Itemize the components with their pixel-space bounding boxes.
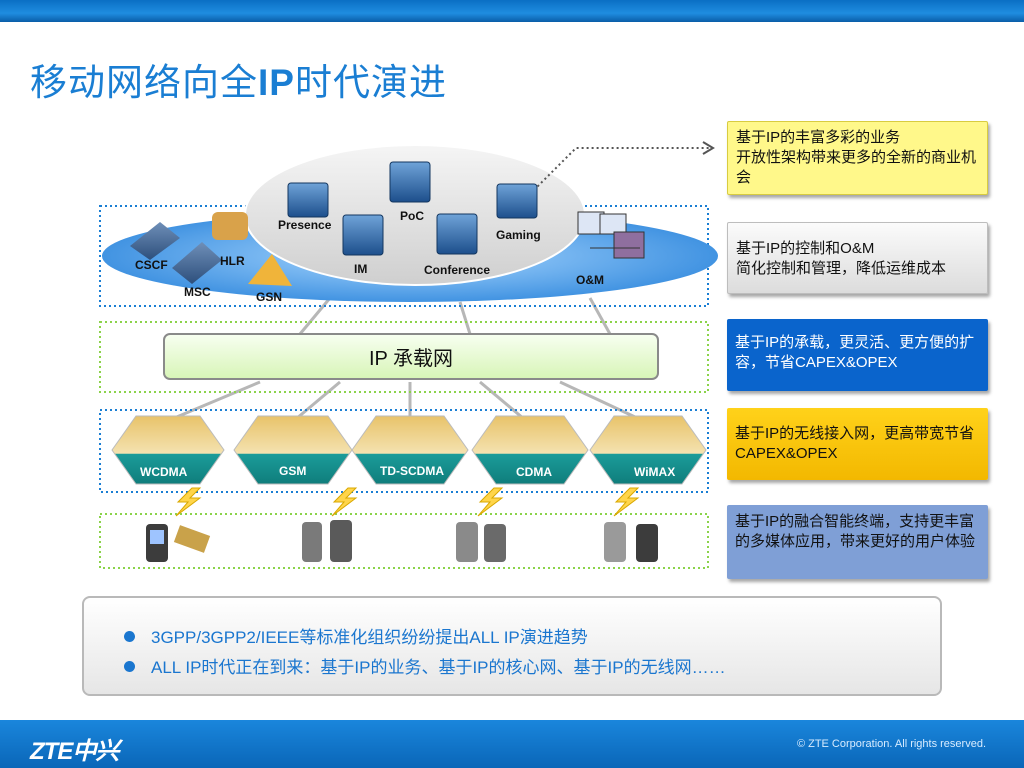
zte-logo: ZTE中兴 bbox=[30, 738, 119, 765]
service-label-poc: PoC bbox=[400, 209, 424, 223]
ip-bearer-network: IP 承载网 bbox=[163, 333, 659, 380]
service-label-im: IM bbox=[354, 262, 368, 276]
page-title: 移动网络向全IP时代演进 bbox=[30, 62, 447, 103]
note-radio-access: 基于IP的无线接入网，更高带宽节省CAPEX&OPEX bbox=[727, 408, 988, 480]
summary-box: 3GPP/3GPP2/IEEE等标准化组织纷纷提出ALL IP演进趋势 ALL … bbox=[82, 596, 942, 696]
note-services: 基于IP的丰富多彩的业务 开放性架构带来更多的全新的商业机会 bbox=[727, 121, 988, 195]
service-label-presence: Presence bbox=[278, 218, 332, 232]
bullet-dot-icon bbox=[124, 661, 135, 672]
network-diagram bbox=[99, 141, 718, 569]
service-label-gaming: Gaming bbox=[496, 228, 541, 242]
ne-label-om: O&M bbox=[576, 273, 604, 287]
access-label-gsm: GSM bbox=[279, 464, 307, 478]
bullet-dot-icon bbox=[124, 631, 135, 642]
network-element-icons bbox=[130, 212, 292, 286]
note-bearer: 基于IP的承载，更灵活、更方便的扩容，节省CAPEX&OPEX bbox=[727, 319, 988, 391]
top-banner bbox=[0, 0, 1024, 22]
access-label-wimax: WiMAX bbox=[634, 465, 676, 479]
ne-label-hlr: HLR bbox=[220, 254, 245, 268]
terminal-icons bbox=[146, 520, 658, 562]
ne-label-cscf: CSCF bbox=[135, 258, 168, 272]
access-label-cdma: CDMA bbox=[516, 465, 552, 479]
footer-bar bbox=[0, 720, 1024, 768]
bullet-item-1: 3GPP/3GPP2/IEEE等标准化组织纷纷提出ALL IP演进趋势 bbox=[124, 623, 588, 648]
core-layer-frame bbox=[99, 205, 709, 307]
bearer-layer-frame bbox=[99, 321, 709, 393]
access-label-td-scdma: TD-SCDMA bbox=[380, 464, 444, 478]
bullet-item-2: ALL IP时代正在到来：基于IP的业务、基于IP的核心网、基于IP的无线网…… bbox=[124, 653, 726, 678]
note-terminals: 基于IP的融合智能终端，支持更丰富的多媒体应用，带来更好的用户体验 bbox=[727, 505, 988, 579]
terminal-layer-frame bbox=[99, 513, 709, 569]
access-hexagons bbox=[111, 415, 707, 485]
copyright-text: © ZTE Corporation. All rights reserved. bbox=[796, 738, 986, 750]
note-control-om: 基于IP的控制和O&M 简化控制和管理，降低运维成本 bbox=[727, 222, 988, 294]
om-equipment-icon bbox=[577, 211, 645, 259]
server-icons bbox=[287, 161, 538, 256]
ne-label-msc: MSC bbox=[184, 285, 211, 299]
wireless-bolt-icons bbox=[175, 487, 640, 517]
access-label-wcdma: WCDMA bbox=[140, 465, 188, 479]
service-label-conference: Conference bbox=[424, 263, 491, 277]
ne-label-gsn: GSN bbox=[256, 290, 283, 304]
arrow-head-icon bbox=[702, 141, 715, 155]
